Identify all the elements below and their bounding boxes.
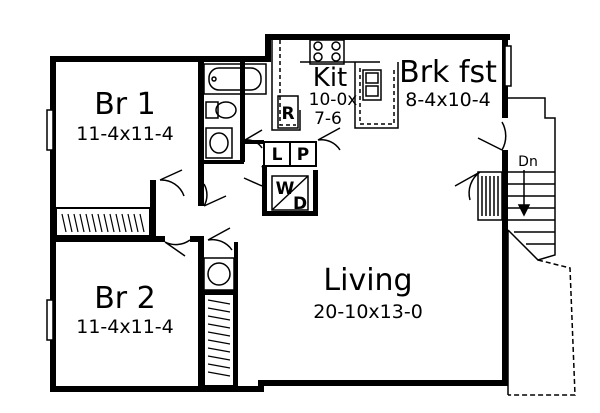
bedroom2-closet xyxy=(203,293,235,387)
interior-walls xyxy=(50,62,318,386)
stairs-down-label: Dn xyxy=(518,154,538,170)
refrigerator-box xyxy=(277,95,299,129)
pantry-label: P xyxy=(297,145,309,165)
kitchen-counter xyxy=(271,40,399,131)
bedroom2-size: 11-4x11-4 xyxy=(76,316,174,338)
breakfast-size: 8-4x10-4 xyxy=(405,89,490,111)
stairs xyxy=(507,97,576,396)
sink xyxy=(205,127,233,159)
bedroom2-name: Br 2 xyxy=(94,281,156,316)
water-heater xyxy=(203,257,235,291)
kitchen-sink-icon xyxy=(362,69,382,101)
bedroom1-name: Br 1 xyxy=(94,87,156,122)
washer-label: W xyxy=(276,179,295,199)
windows xyxy=(46,45,512,341)
refrigerator-label: R xyxy=(281,104,294,124)
range-icon xyxy=(309,39,345,65)
linen-closet-label: L xyxy=(272,145,283,165)
toilet xyxy=(205,101,237,119)
breakfast-name: Brk fst xyxy=(399,55,497,90)
kitchen-name: Kit xyxy=(313,63,347,93)
bedroom1-size: 11-4x11-4 xyxy=(76,123,174,145)
living-size: 20-10x13-0 xyxy=(313,301,423,323)
living-name: Living xyxy=(323,263,412,298)
stair-closet xyxy=(477,171,503,221)
kitchen-size-line2: 7-6 xyxy=(314,109,342,129)
closet-boxes xyxy=(263,141,317,167)
doors xyxy=(159,121,507,257)
bedroom1-closet xyxy=(55,207,151,237)
bathtub xyxy=(203,63,267,95)
stair-arrow-icon xyxy=(517,170,531,217)
washer-dryer-box xyxy=(271,175,309,211)
kitchen-size-line1: 10-0x xyxy=(309,90,358,110)
dryer-label: D xyxy=(293,194,307,214)
